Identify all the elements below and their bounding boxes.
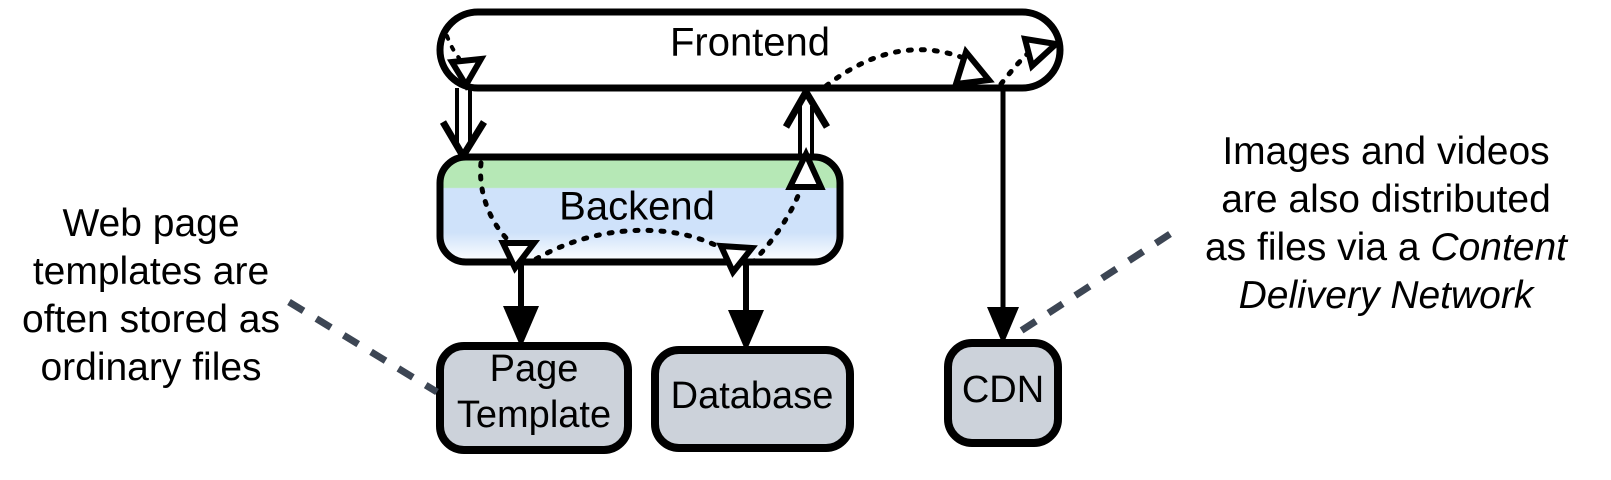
annotation-left-line1: Web page (62, 202, 240, 245)
annotation-right-line4-emphasis: Delivery Network (1238, 274, 1534, 317)
database-label: Database (671, 375, 834, 417)
annotation-right-line3-emphasis: Content (1430, 226, 1568, 269)
leader-line-right-annotation (1008, 231, 1172, 341)
edge-frontend-to-cdn (987, 88, 1019, 345)
annotation-right-line1: Images and videos (1222, 130, 1550, 173)
edge-frontend-to-backend (439, 88, 487, 163)
cdn-box[interactable] (944, 339, 1062, 447)
database-box[interactable] (651, 346, 854, 452)
node-backend[interactable]: Backend (436, 153, 844, 266)
cdn-label: CDN (962, 369, 1044, 411)
annotation-left-line4: ordinary files (40, 346, 262, 389)
node-frontend[interactable]: Frontend (436, 8, 1064, 92)
annotation-right: Images and videos are also distributed a… (1168, 128, 1604, 320)
frontend-box[interactable] (436, 8, 1064, 92)
annotation-right-line3: as files via a Content (1168, 224, 1604, 272)
frontend-dotted-associations (445, 34, 1063, 91)
annotation-right-line2: are also distributed (1221, 178, 1551, 221)
annotation-right-line3-plain: as files via a (1204, 226, 1431, 269)
node-page-template[interactable]: Page Template (436, 342, 632, 454)
leader-line-left-annotation (287, 299, 439, 395)
backend-label: Backend (559, 185, 715, 229)
backend-box[interactable] (436, 153, 844, 266)
edge-backend-to-page-template (503, 262, 539, 348)
annotation-left: Web page templates are often stored as o… (8, 200, 294, 392)
backend-dotted-associations (478, 146, 826, 278)
node-database[interactable]: Database (651, 346, 854, 452)
page-template-label-line1: Page (490, 348, 579, 390)
annotation-left-line3: often stored as (22, 298, 280, 341)
page-template-box[interactable] (436, 342, 632, 454)
annotation-left-line2: templates are (32, 250, 270, 293)
edge-backend-to-database (728, 262, 764, 352)
node-cdn[interactable]: CDN (944, 339, 1062, 447)
edge-backend-to-frontend (782, 85, 831, 157)
page-template-label-line2: Template (457, 394, 611, 436)
frontend-label: Frontend (670, 21, 830, 65)
